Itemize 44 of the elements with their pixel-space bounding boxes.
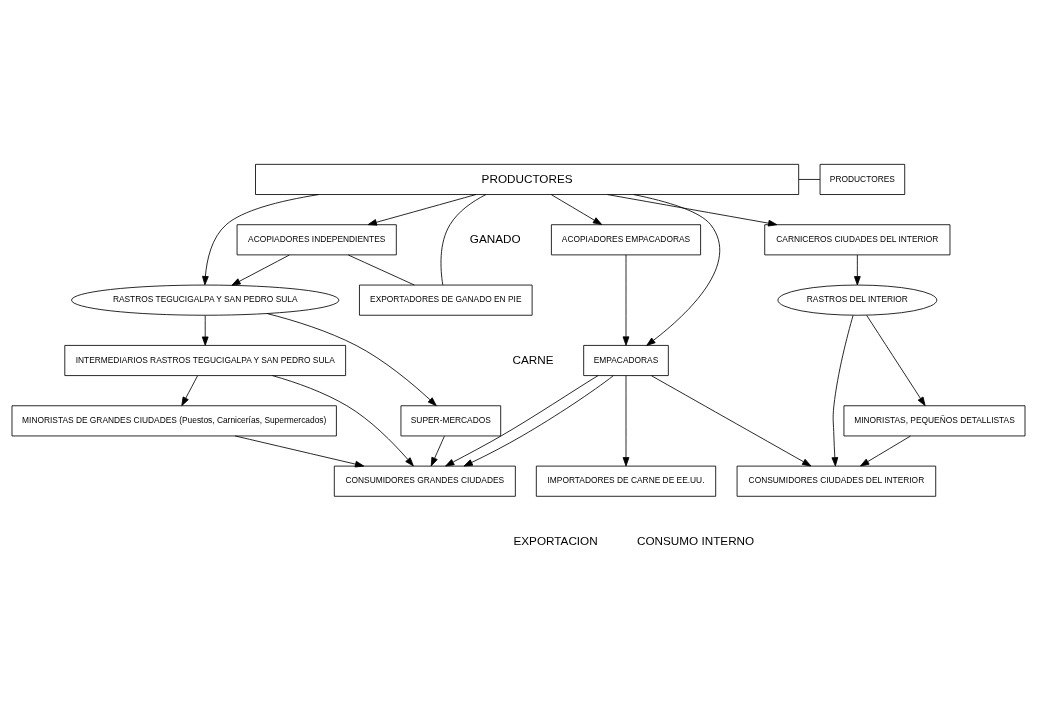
connector (798, 178, 821, 180)
arrow (430, 435, 445, 466)
arrow (201, 314, 209, 346)
node-box: PRODUCTORES (819, 163, 906, 195)
node-box: CONSUMIDORES CIUDADES DEL INTERIOR (736, 465, 937, 497)
connector (347, 254, 415, 285)
node-box: CONSUMIDORES GRANDES CIUDADES (333, 465, 516, 497)
label: CARNE (512, 352, 554, 366)
node-box: ACOPIADORES INDEPENDIENTES (236, 223, 397, 255)
arrow (607, 193, 778, 226)
label: EXPORTACION (513, 533, 598, 547)
arrow (367, 193, 477, 226)
arrow (860, 435, 911, 466)
arrow (181, 374, 198, 406)
arrow (633, 193, 720, 346)
node-box: SUPER-MERCADOS (400, 404, 502, 436)
arrow (854, 254, 861, 285)
arrow (231, 254, 290, 286)
arrow (622, 374, 630, 466)
node-box: ACOPIADORES EMPACADORAS (551, 223, 702, 255)
node-box: INTERMEDIARIOS RASTROS TEGUCIGALPA Y SAN PEDRO SULA (64, 344, 347, 376)
node-box: MINORISTAS DE GRANDES CIUDADES (Puestos, Carnicerías, Supermercados) (11, 404, 337, 436)
node-box: CARNICEROS CIUDADES DEL INTERIOR (764, 223, 951, 255)
node-box: MINORISTAS, PEQUEÑOS DETALLISTAS (843, 404, 1026, 436)
arrow (234, 435, 365, 467)
arrow (445, 374, 599, 466)
arrow (866, 314, 926, 406)
arrow (271, 374, 414, 466)
label: CONSUMO INTERNO (636, 533, 755, 547)
node-box: EMPACADORAS (583, 344, 669, 376)
arrow (650, 374, 812, 466)
arrow (622, 254, 630, 346)
connector (440, 193, 487, 285)
arrow (202, 193, 320, 285)
node-box: IMPORTADORES DE CARNE DE EE.UU. (535, 465, 717, 497)
node-box: EXPORTADORES DE GANADO EN PIE (359, 284, 533, 316)
node-ellipse: RASTROS DEL INTERIOR (777, 284, 938, 316)
arrow (266, 312, 437, 406)
arrow (831, 314, 854, 466)
node-box: PRODUCTORES (255, 163, 800, 195)
label: GANADO (469, 231, 521, 245)
arrow (550, 193, 603, 225)
arrow (463, 374, 614, 466)
node-ellipse: RASTROS TEGUCIGALPA Y SAN PEDRO SULA (71, 284, 340, 316)
